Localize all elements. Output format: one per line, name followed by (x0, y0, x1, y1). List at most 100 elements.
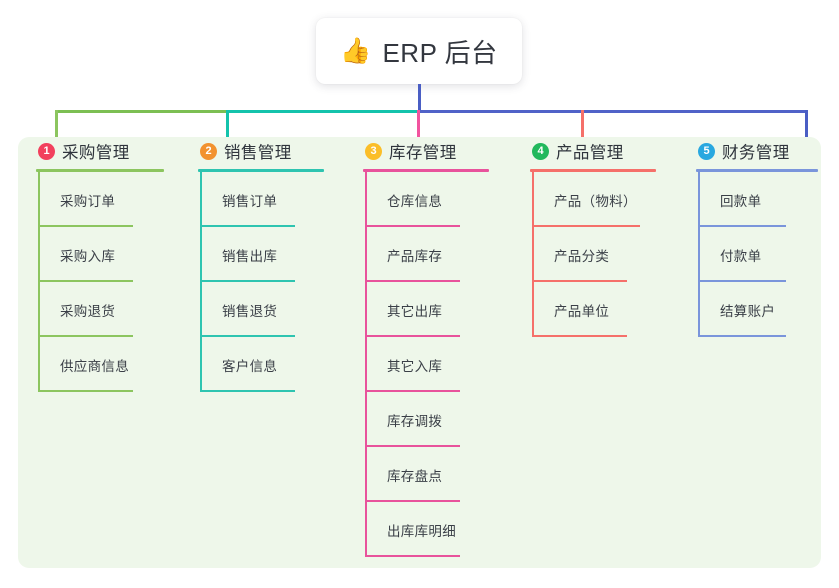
menu-item[interactable]: 回款单 (698, 172, 818, 227)
column-header-underline-2 (198, 169, 324, 172)
mindmap-panel: 1 采购管理采购订单采购入库采购退货供应商信息 2 销售管理销售订单销售出库销售退货客… (18, 137, 821, 568)
column-title-1: 采购管理 (62, 144, 130, 162)
column-spine-2 (200, 172, 202, 392)
menu-item-label: 产品分类 (554, 248, 610, 264)
menu-item-underline (365, 500, 460, 502)
menu-item[interactable]: 付款单 (698, 227, 818, 282)
root-node-title: ERP 后台 (382, 37, 498, 68)
menu-item-underline (200, 335, 295, 337)
menu-item[interactable]: 客户信息 (200, 337, 330, 392)
menu-item[interactable]: 产品（物料） (532, 172, 662, 227)
menu-item-underline (38, 225, 133, 227)
menu-item[interactable]: 库存盘点 (365, 447, 495, 502)
menu-item[interactable]: 销售退货 (200, 282, 330, 337)
column-drop-line-3 (417, 110, 420, 157)
menu-item-label: 库存调拨 (387, 413, 443, 429)
menu-item-label: 供应商信息 (60, 358, 129, 374)
column-header-underline-1 (36, 169, 164, 172)
menu-item-label: 采购退货 (60, 303, 116, 319)
column-badge-3: 3 (365, 142, 382, 160)
menu-item-underline (38, 390, 133, 392)
menu-item-label: 产品库存 (387, 248, 443, 264)
column-badge-4: 4 (532, 142, 549, 160)
menu-item[interactable]: 仓库信息 (365, 172, 495, 227)
menu-item-label: 其它入库 (387, 358, 443, 374)
menu-item-underline (365, 390, 460, 392)
menu-item[interactable]: 销售出库 (200, 227, 330, 282)
menu-item[interactable]: 产品分类 (532, 227, 662, 282)
column-badge-2: 2 (200, 142, 217, 160)
menu-item-label: 采购入库 (60, 248, 116, 264)
root-node-card[interactable]: 👍 ERP 后台 (316, 18, 522, 84)
menu-item-underline (200, 390, 295, 392)
menu-item-underline (365, 445, 460, 447)
menu-item-underline (698, 335, 786, 337)
menu-item[interactable]: 其它出库 (365, 282, 495, 337)
column-drop-line-5 (805, 110, 808, 142)
menu-item-label: 结算账户 (720, 303, 776, 319)
menu-item[interactable]: 库存调拨 (365, 392, 495, 447)
column-items-1: 采购订单采购入库采购退货供应商信息 (38, 172, 168, 392)
menu-item-label: 销售订单 (222, 193, 278, 209)
column-4: 4 产品管理产品（物料） 产品分类产品单位 (512, 137, 662, 337)
column-1: 1 采购管理采购订单采购入库采购退货供应商信息 (18, 137, 168, 392)
menu-item-underline (38, 335, 133, 337)
menu-item-underline (38, 280, 133, 282)
menu-item-label: 其它出库 (387, 303, 443, 319)
column-header-2[interactable]: 2 销售管理 (180, 137, 330, 165)
menu-item-underline (532, 225, 640, 227)
menu-item[interactable]: 销售订单 (200, 172, 330, 227)
column-header-underline-4 (530, 169, 656, 172)
column-header-1[interactable]: 1 采购管理 (18, 137, 168, 165)
menu-item[interactable]: 产品库存 (365, 227, 495, 282)
column-title-3: 库存管理 (389, 144, 457, 162)
menu-item-label: 付款单 (720, 248, 762, 264)
bus-segment-blue (417, 110, 808, 113)
column-badge-5: 5 (698, 142, 715, 160)
column-header-5[interactable]: 5 财务管理 (678, 137, 818, 165)
column-drop-line-2 (226, 110, 229, 153)
menu-item[interactable]: 产品单位 (532, 282, 662, 337)
column-spine-3 (365, 172, 367, 557)
column-badge-1: 1 (38, 142, 55, 160)
menu-item[interactable]: 其它入库 (365, 337, 495, 392)
menu-item-label: 回款单 (720, 193, 762, 209)
menu-item[interactable]: 出库库明细 (365, 502, 495, 557)
menu-item-underline (200, 225, 295, 227)
column-items-5: 回款单付款单结算账户 (698, 172, 818, 337)
menu-item-underline (365, 555, 460, 557)
menu-item-label: 销售退货 (222, 303, 278, 319)
column-items-2: 销售订单销售出库销售退货客户信息 (200, 172, 330, 392)
root-stem-line (417, 84, 421, 113)
column-title-2: 销售管理 (224, 144, 292, 162)
thumbs-up-icon: 👍 (340, 36, 372, 65)
menu-item[interactable]: 采购入库 (38, 227, 168, 282)
menu-item-label: 客户信息 (222, 358, 278, 374)
column-5: 5 财务管理回款单付款单结算账户 (678, 137, 818, 337)
menu-item-label: 采购订单 (60, 193, 116, 209)
menu-item-label: 产品单位 (554, 303, 610, 319)
column-spine-4 (532, 172, 534, 337)
menu-item-underline (200, 280, 295, 282)
column-title-5: 财务管理 (722, 144, 790, 162)
column-items-3: 仓库信息产品库存其它出库其它入库库存调拨库存盘点出库库明细 (365, 172, 495, 557)
column-header-underline-3 (363, 169, 489, 172)
bus-segment-teal (226, 110, 419, 113)
menu-item[interactable]: 采购退货 (38, 282, 168, 337)
menu-item-label: 出库库明细 (387, 523, 456, 539)
menu-item-underline (365, 225, 460, 227)
bus-segment-green (55, 110, 228, 113)
menu-item[interactable]: 采购订单 (38, 172, 168, 227)
menu-item-underline (365, 280, 460, 282)
column-drop-line-1 (55, 110, 58, 153)
column-items-4: 产品（物料） 产品分类产品单位 (532, 172, 662, 337)
menu-item[interactable]: 结算账户 (698, 282, 818, 337)
menu-item-label: 销售出库 (222, 248, 278, 264)
column-header-3[interactable]: 3 库存管理 (345, 137, 495, 165)
column-drop-line-4 (581, 110, 584, 157)
column-title-4: 产品管理 (556, 144, 624, 162)
column-3: 3 库存管理仓库信息产品库存其它出库其它入库库存调拨库存盘点出库库明细 (345, 137, 495, 557)
column-header-4[interactable]: 4 产品管理 (512, 137, 662, 165)
menu-item[interactable]: 供应商信息 (38, 337, 168, 392)
column-spine-1 (38, 172, 40, 392)
